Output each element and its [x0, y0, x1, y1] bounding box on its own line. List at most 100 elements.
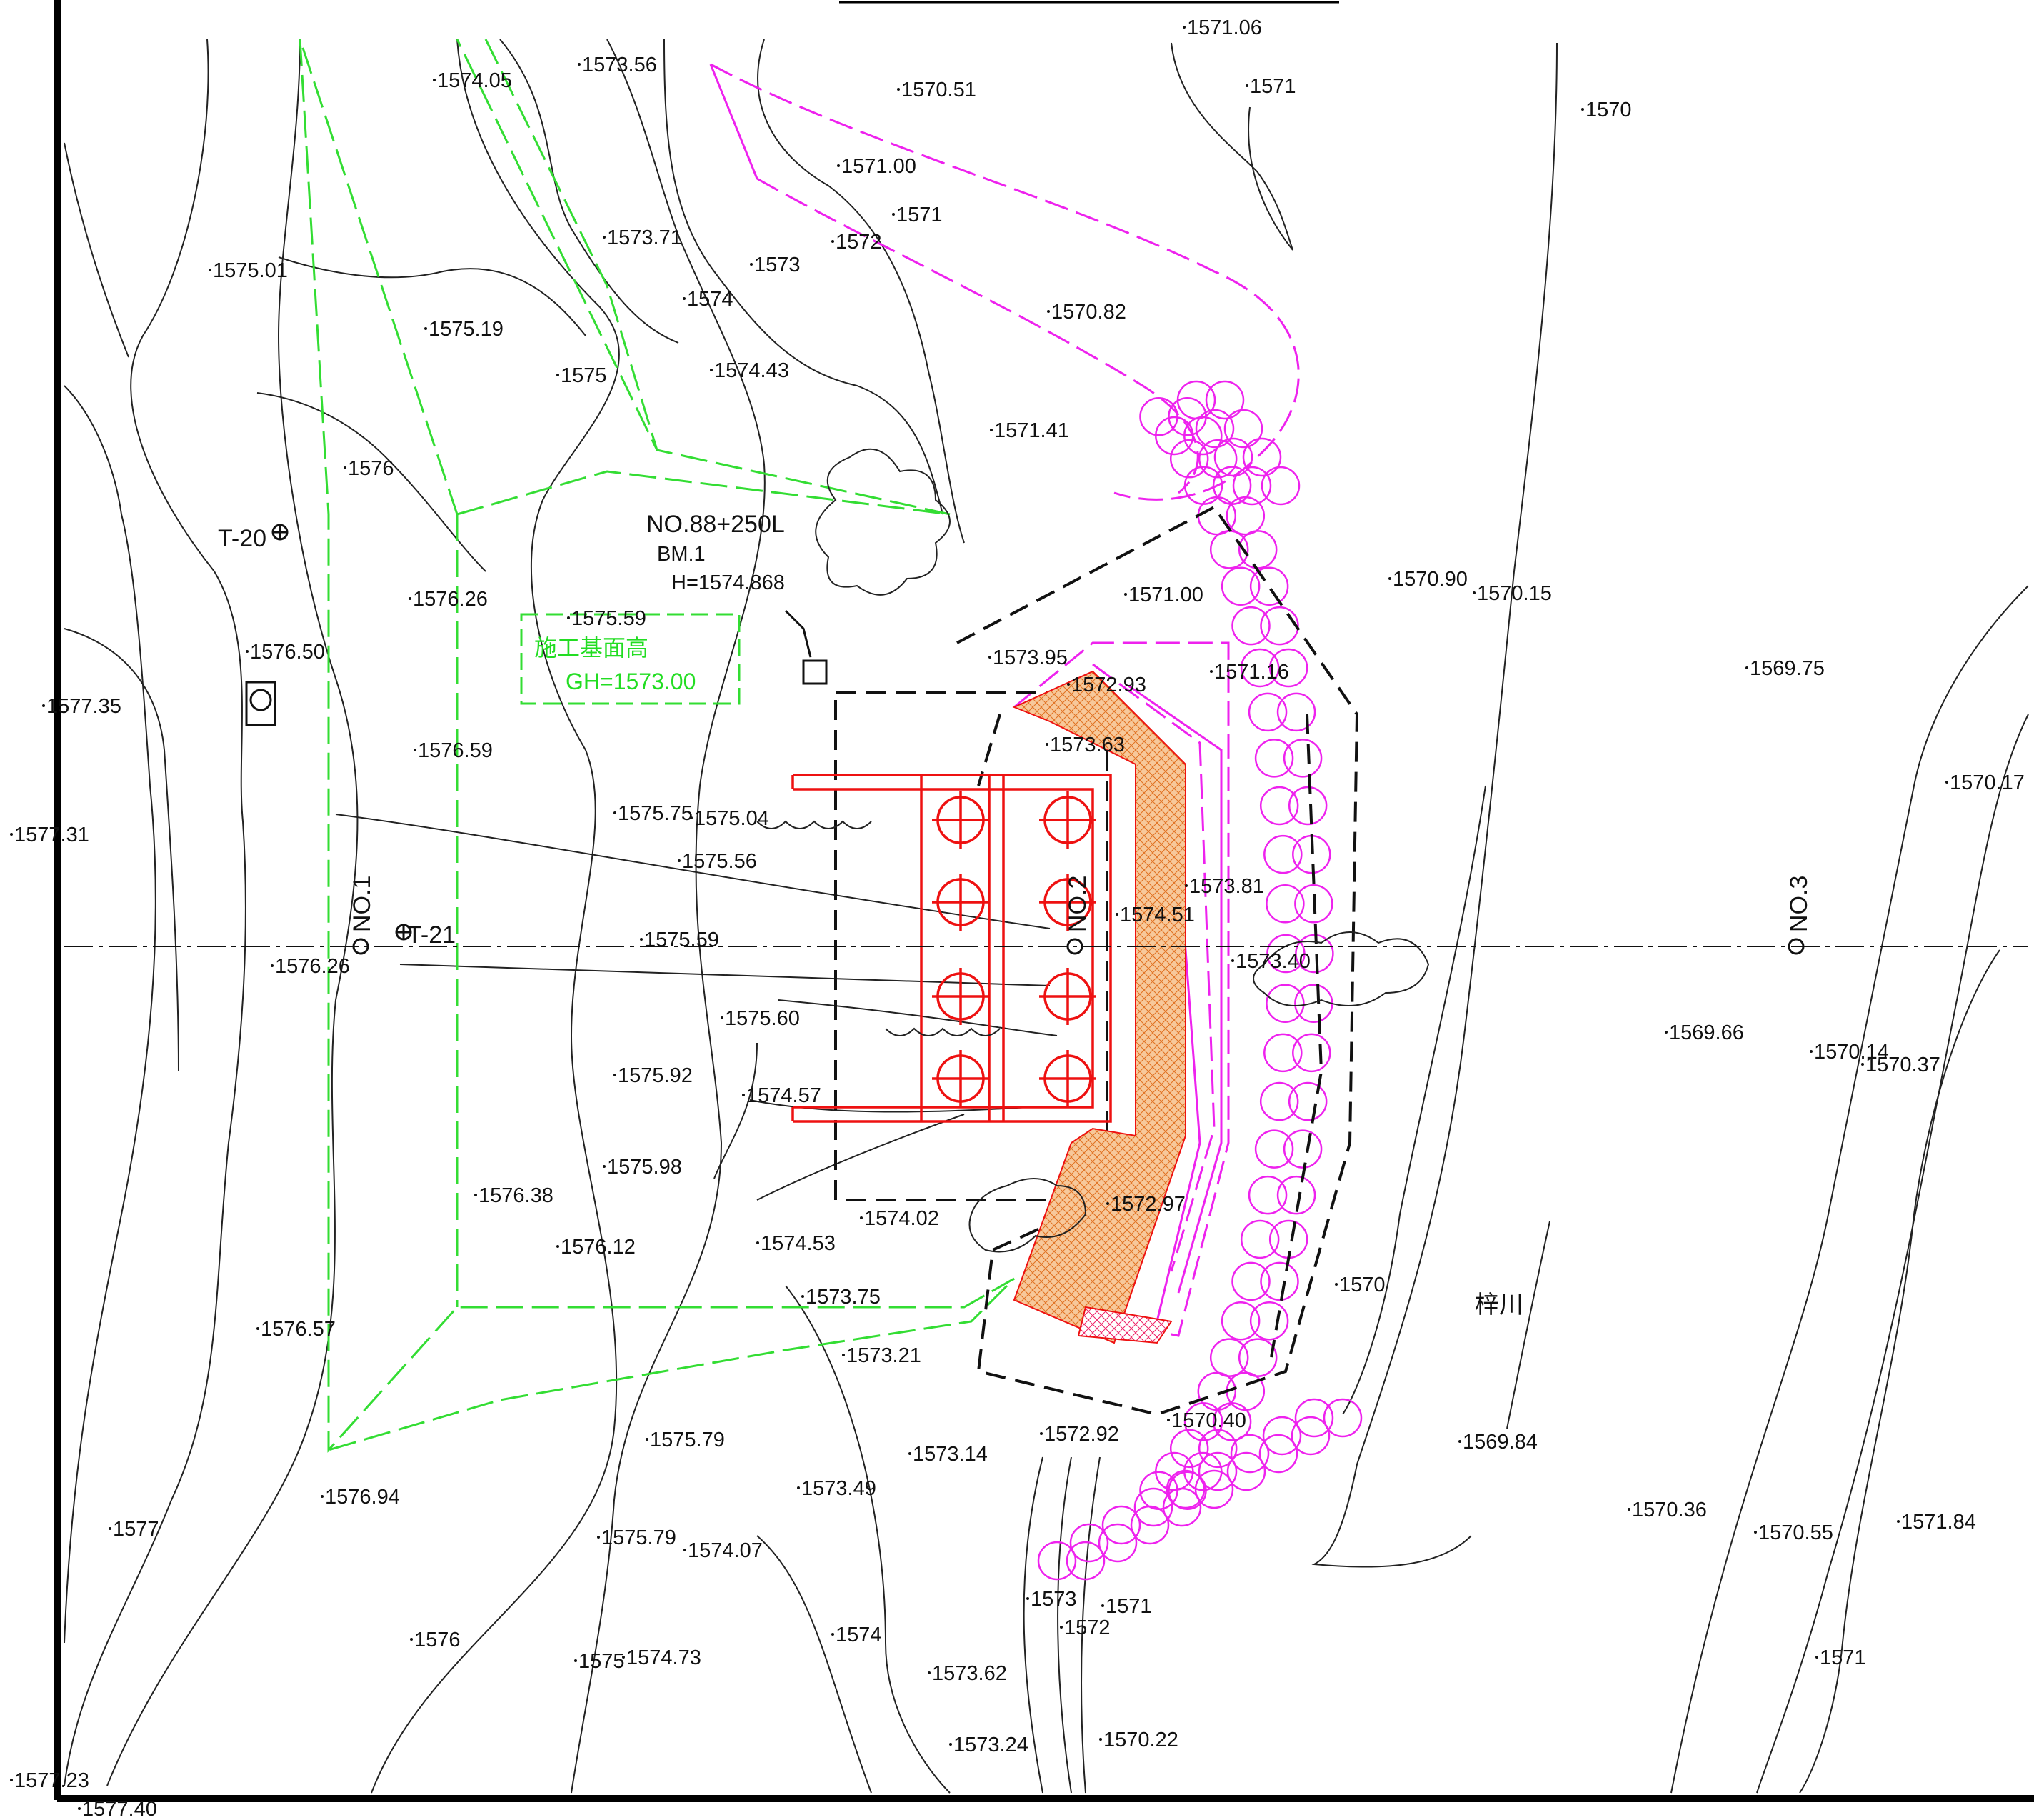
elevation-label: 1573: [1031, 1588, 1077, 1611]
elevation-label: 1575.04: [694, 807, 769, 830]
elevation-label: 1569.66: [1669, 1021, 1744, 1044]
elevation-label: 1576.26: [413, 588, 488, 611]
benchmark-name: BM.1: [657, 543, 706, 566]
boulder-circle: [1266, 984, 1305, 1023]
spot-height-dot: [433, 79, 436, 81]
boulder-circle: [1266, 934, 1306, 974]
elevation-label: 1572.97: [1111, 1193, 1186, 1216]
elevation-label: 1573.62: [932, 1662, 1007, 1685]
spot-height-dot: [1581, 108, 1584, 111]
spot-height-dot: [424, 327, 427, 330]
elevation-label: 1575.19: [429, 318, 504, 341]
elevation-label: 1574: [687, 288, 733, 311]
spot-height-dot: [842, 1354, 845, 1356]
elevation-label: 1570.14: [1814, 1041, 1889, 1064]
boulder-circle: [1130, 1505, 1170, 1545]
boulder-circle: [1263, 834, 1303, 874]
tree-symbols: [756, 448, 1430, 1253]
boulder-circle: [1276, 692, 1316, 732]
elevation-label: 1570.36: [1632, 1499, 1707, 1521]
boulder-circle: [1069, 1523, 1109, 1563]
station-markers: [245, 524, 1805, 955]
station-no3-label: NO.3: [1785, 876, 1813, 932]
spot-height-dot: [1106, 1202, 1109, 1205]
boulder-circle: [1248, 692, 1288, 732]
spot-height-dot: [710, 369, 713, 371]
boulder-circle: [1288, 1081, 1328, 1121]
boulder-circle: [1223, 409, 1263, 449]
boulder-circle: [1276, 1175, 1316, 1215]
spot-height-dot: [1185, 884, 1188, 887]
spot-height-dot: [1210, 670, 1213, 673]
spot-height-dot: [1745, 666, 1748, 669]
elevation-label: 1572: [1064, 1616, 1111, 1639]
spot-height-dot: [908, 1452, 911, 1455]
elevation-label: 1575.98: [607, 1156, 682, 1179]
boulder-circle: [1294, 884, 1333, 924]
spot-height-dot: [1945, 781, 1948, 784]
elevation-label: 1570.82: [1051, 301, 1126, 324]
spot-height-dot: [721, 1016, 723, 1019]
spot-height-dot: [928, 1671, 931, 1674]
boulder-circle: [1263, 1033, 1303, 1073]
boulder-circle: [1226, 496, 1266, 536]
boulder-revetment: [1037, 380, 1363, 1581]
boulder-circle: [1262, 1416, 1302, 1456]
elevation-label: 1576.12: [561, 1236, 636, 1259]
elevation-label: 1577.23: [14, 1769, 89, 1792]
elevation-label: 1575.92: [618, 1064, 693, 1087]
boulder-circle: [1258, 1434, 1298, 1474]
spot-height-dot: [756, 1241, 759, 1244]
elevation-label: 1574.43: [714, 359, 789, 382]
foundation-plan: [791, 774, 1112, 1123]
spot-height-dot: [683, 1549, 686, 1551]
boulder-circle: [1037, 1541, 1077, 1581]
boulder-circle: [1169, 439, 1209, 479]
elevation-label: 1573.63: [1050, 734, 1125, 756]
boulder-circle: [1288, 786, 1328, 826]
spot-height-dot: [1861, 1063, 1864, 1066]
station-t21-label: T-21: [407, 921, 456, 949]
spot-height-dot: [10, 833, 13, 836]
boulder-circle: [1260, 1261, 1299, 1301]
spot-height-dot: [690, 816, 693, 819]
benchmark-marker: [802, 659, 828, 685]
construction-base-value: GH=1573.00: [566, 669, 696, 694]
elevation-label: 1574.57: [746, 1084, 821, 1107]
boulder-circle: [1238, 1338, 1278, 1377]
spot-height-dot: [683, 297, 686, 300]
revetment-upper-band: [709, 63, 1300, 501]
boulder-circle: [1266, 884, 1305, 924]
spot-height-dot: [1231, 959, 1234, 962]
boulder-circle: [1259, 786, 1299, 826]
spot-height-dot: [410, 1638, 413, 1641]
spot-height-dot: [831, 240, 834, 243]
structure-icon: [245, 681, 276, 726]
elevation-label: 1569.84: [1463, 1431, 1538, 1454]
elevation-label: 1570.17: [1950, 771, 2025, 794]
pile-circles: [932, 791, 1096, 1107]
elevation-label: 1570: [1585, 99, 1632, 121]
spot-height-dot: [1183, 26, 1186, 29]
elevation-label: 1576.57: [261, 1318, 336, 1341]
elevation-label: 1572.92: [1044, 1423, 1119, 1446]
boulder-circle: [1162, 1487, 1202, 1527]
boulder-circle: [1294, 1398, 1334, 1438]
elevation-label: 1577.31: [14, 824, 89, 846]
elevation-label: 1570.15: [1477, 582, 1552, 605]
spot-height-dot: [797, 1486, 800, 1489]
elevation-label: 1576.59: [418, 739, 493, 762]
boulder-circle: [1183, 416, 1223, 456]
spot-height-dot: [1167, 1419, 1170, 1421]
boulder-circle: [1213, 437, 1253, 477]
boulder-circle: [1226, 1451, 1266, 1491]
spot-height-dot: [1810, 1050, 1813, 1053]
spot-height-dot: [1099, 1738, 1102, 1741]
boulder-circle: [1240, 648, 1280, 688]
station-no2-marker: [1066, 938, 1083, 955]
boulder-circle: [1254, 1129, 1294, 1169]
spot-height-dot: [1047, 310, 1050, 313]
spot-height-dot: [1040, 1432, 1043, 1435]
spot-height-dot: [892, 213, 895, 216]
spot-height-dot: [1473, 591, 1476, 594]
